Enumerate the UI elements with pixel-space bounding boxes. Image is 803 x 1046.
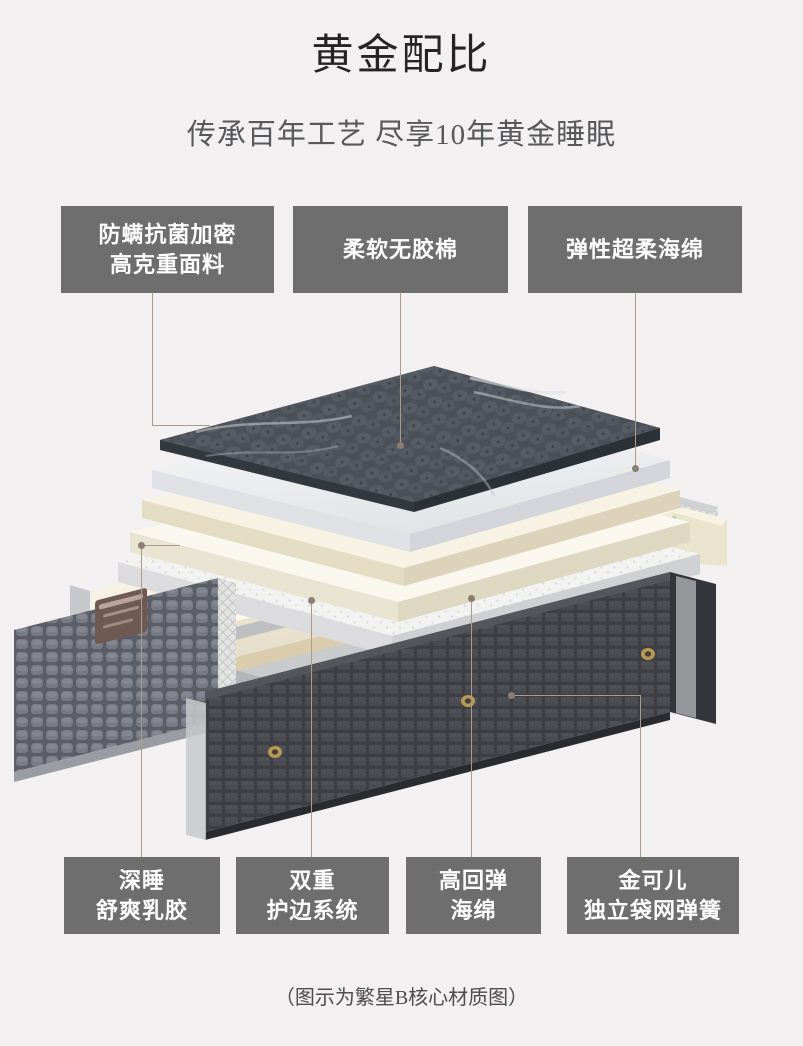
leader-line-fabric-vertical bbox=[152, 293, 153, 426]
leader-line-latex-horizontal bbox=[142, 545, 180, 546]
callout-chip-glue-free-cotton[interactable]: 柔软无胶棉 bbox=[293, 206, 508, 293]
callout-chip-latex[interactable]: 深睡 舒爽乳胶 bbox=[64, 857, 220, 934]
leader-dot-hr-foam bbox=[468, 595, 475, 602]
leader-line-hr-foam bbox=[471, 598, 472, 857]
callout-chip-edge-support[interactable]: 双重 护边系统 bbox=[236, 857, 389, 934]
leader-line-fabric-horizontal bbox=[152, 425, 210, 426]
leader-dot-cotton bbox=[397, 442, 404, 449]
leader-line-edge-support bbox=[311, 600, 312, 857]
leader-line-springs-vertical bbox=[640, 695, 641, 857]
vent-grommet bbox=[641, 648, 655, 660]
callout-chip-fabric[interactable]: 防螨抗菌加密 高克重面料 bbox=[61, 206, 274, 293]
callout-chip-high-resilience-foam[interactable]: 高回弹 海绵 bbox=[406, 857, 541, 934]
leader-dot-soft-foam bbox=[632, 465, 639, 472]
vent-grommet bbox=[268, 746, 282, 758]
page-subtitle: 传承百年工艺 尽享10年黄金睡眠 bbox=[186, 119, 617, 151]
page-title: 黄金配比 bbox=[311, 33, 492, 79]
vent-grommet bbox=[461, 695, 475, 707]
leader-dot-latex bbox=[138, 542, 145, 549]
leader-line-soft-foam bbox=[635, 293, 636, 468]
mattress-exploded-diagram bbox=[0, 300, 803, 840]
callout-chip-pocket-springs[interactable]: 金可儿 独立袋网弹簧 bbox=[567, 857, 739, 934]
leader-line-cotton bbox=[400, 293, 401, 445]
leader-dot-springs bbox=[508, 692, 515, 699]
leader-dot-edge-support bbox=[308, 597, 315, 604]
layer-top-fabric bbox=[160, 366, 660, 512]
leader-line-latex-vertical bbox=[141, 545, 142, 857]
callout-chip-soft-foam[interactable]: 弹性超柔海绵 bbox=[528, 206, 742, 293]
diagram-footnote: （图示为繁星B核心材质图） bbox=[274, 987, 529, 1009]
leader-line-springs-horizontal bbox=[511, 695, 641, 696]
layer-side-panel-front bbox=[205, 572, 716, 840]
